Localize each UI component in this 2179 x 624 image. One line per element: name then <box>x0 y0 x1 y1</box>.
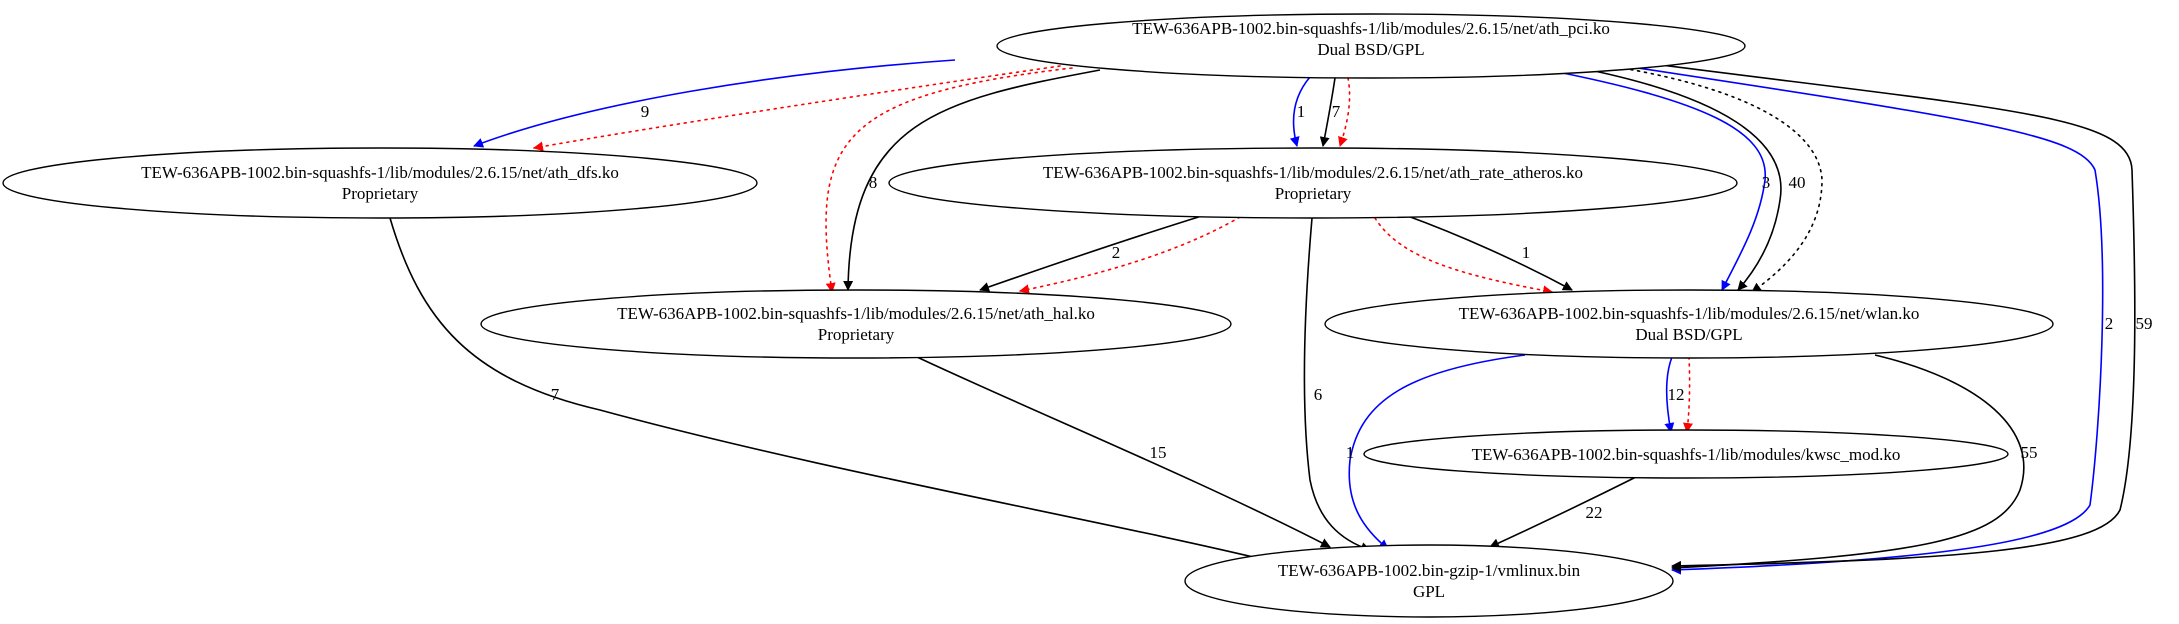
node-ath-dfs-name: TEW-636APB-1002.bin-squashfs-1/lib/modul… <box>141 163 619 182</box>
edge-pci-rate-red <box>1338 77 1351 147</box>
node-ath-rate-atheros-name: TEW-636APB-1002.bin-squashfs-1/lib/modul… <box>1043 163 1583 182</box>
node-kwsc-mod-shape <box>1363 429 2009 479</box>
node-ath-pci[interactable]: TEW-636APB-1002.bin-squashfs-1/lib/modul… <box>996 13 1746 79</box>
edge-label-pci-rate-black: 7 <box>1332 102 1341 121</box>
edge-rate-wlan-black <box>1404 214 1573 291</box>
node-wlan[interactable]: TEW-636APB-1002.bin-squashfs-1/lib/modul… <box>1324 289 2054 359</box>
edge-label-pci-dfs: 9 <box>641 102 650 121</box>
edge-pci-hal-red <box>825 67 1073 293</box>
node-wlan-name: TEW-636APB-1002.bin-squashfs-1/lib/modul… <box>1459 304 1920 323</box>
edge-label-pci-hal: 8 <box>869 173 878 192</box>
node-ath-pci-shape <box>996 13 1746 79</box>
node-ath-dfs-license: Proprietary <box>342 184 419 203</box>
edge-rate-hal-black <box>979 214 1206 292</box>
edge-pci-wlan-black <box>1579 67 1782 291</box>
edge-pci-wlan-dotted <box>1609 65 1823 293</box>
edge-kwsc-vm <box>1489 476 1637 548</box>
edge-wlan-kwsc-blue <box>1664 356 1675 433</box>
node-ath-hal-shape <box>480 289 1232 359</box>
node-ath-rate-atheros-shape <box>888 147 1738 219</box>
node-kwsc-mod[interactable]: TEW-636APB-1002.bin-squashfs-1/lib/modul… <box>1363 429 2009 479</box>
node-ath-pci-name: TEW-636APB-1002.bin-squashfs-1/lib/modul… <box>1132 19 1610 38</box>
edge-pci-hal-black <box>843 69 1101 291</box>
edge-label-wlan-vm-blue: 1 <box>1346 443 1355 462</box>
edge-label-wlan-vm-black: 55 <box>2021 443 2038 462</box>
edge-pci-dfs-blue <box>473 59 956 148</box>
edge-label-kwsc-vm: 22 <box>1586 503 1603 522</box>
edge-labels-layer: 9 8 1 7 3 40 2 59 7 2 1 6 15 1 12 55 22 <box>551 102 2153 522</box>
edge-hal-vm <box>916 356 1331 548</box>
edge-wlan-kwsc-red <box>1683 356 1693 433</box>
node-ath-dfs-shape <box>2 147 758 219</box>
edge-dfs-vm <box>389 217 1271 564</box>
node-ath-dfs[interactable]: TEW-636APB-1002.bin-squashfs-1/lib/modul… <box>2 147 758 219</box>
edge-label-pci-wlan-black: 40 <box>1789 173 1806 192</box>
edge-pci-rate-blue <box>1289 76 1311 147</box>
node-vmlinux-license: GPL <box>1413 582 1445 601</box>
node-ath-rate-atheros-license: Proprietary <box>1275 184 1352 203</box>
node-vmlinux-name: TEW-636APB-1002.bin-gzip-1/vmlinux.bin <box>1278 561 1581 580</box>
edge-pci-dfs-red <box>533 65 1061 152</box>
edge-label-rate-wlan: 1 <box>1522 243 1531 262</box>
edge-label-pci-vm-black: 59 <box>2136 314 2153 333</box>
edge-label-pci-rate-blue: 1 <box>1297 102 1306 121</box>
edge-label-rate-vm: 6 <box>1314 385 1323 404</box>
edge-label-pci-vm-blue: 2 <box>2105 314 2114 333</box>
edge-rate-hal-red <box>1019 216 1241 295</box>
node-ath-hal-name: TEW-636APB-1002.bin-squashfs-1/lib/modul… <box>617 304 1095 323</box>
edge-rate-vm <box>1303 217 1371 552</box>
node-wlan-license: Dual BSD/GPL <box>1635 325 1742 344</box>
edge-label-dfs-vm: 7 <box>551 385 560 404</box>
node-ath-rate-atheros[interactable]: TEW-636APB-1002.bin-squashfs-1/lib/modul… <box>888 147 1738 219</box>
edge-wlan-vm-blue <box>1348 354 1526 550</box>
edge-rate-wlan-red <box>1374 217 1553 296</box>
node-wlan-shape <box>1324 289 2054 359</box>
node-ath-hal[interactable]: TEW-636APB-1002.bin-squashfs-1/lib/modul… <box>480 289 1232 359</box>
edge-wlan-vm-black <box>1671 354 2025 573</box>
edge-label-hal-vm: 15 <box>1150 443 1167 462</box>
edge-pci-rate-black <box>1319 77 1336 147</box>
edge-pci-vm-black <box>1637 61 2136 571</box>
edges-layer <box>389 59 2136 575</box>
edge-label-wlan-kwsc: 12 <box>1668 385 1685 404</box>
edge-pci-wlan-blue <box>1547 69 1766 291</box>
node-vmlinux[interactable]: TEW-636APB-1002.bin-gzip-1/vmlinux.bin G… <box>1184 544 1674 618</box>
node-kwsc-mod-name: TEW-636APB-1002.bin-squashfs-1/lib/modul… <box>1472 445 1901 464</box>
edge-pci-vm-blue <box>1624 65 2104 575</box>
edge-label-rate-hal: 2 <box>1112 243 1121 262</box>
node-ath-pci-license: Dual BSD/GPL <box>1317 40 1424 59</box>
node-vmlinux-shape <box>1184 544 1674 618</box>
edge-label-pci-wlan-blue: 3 <box>1762 173 1771 192</box>
node-ath-hal-license: Proprietary <box>818 325 895 344</box>
